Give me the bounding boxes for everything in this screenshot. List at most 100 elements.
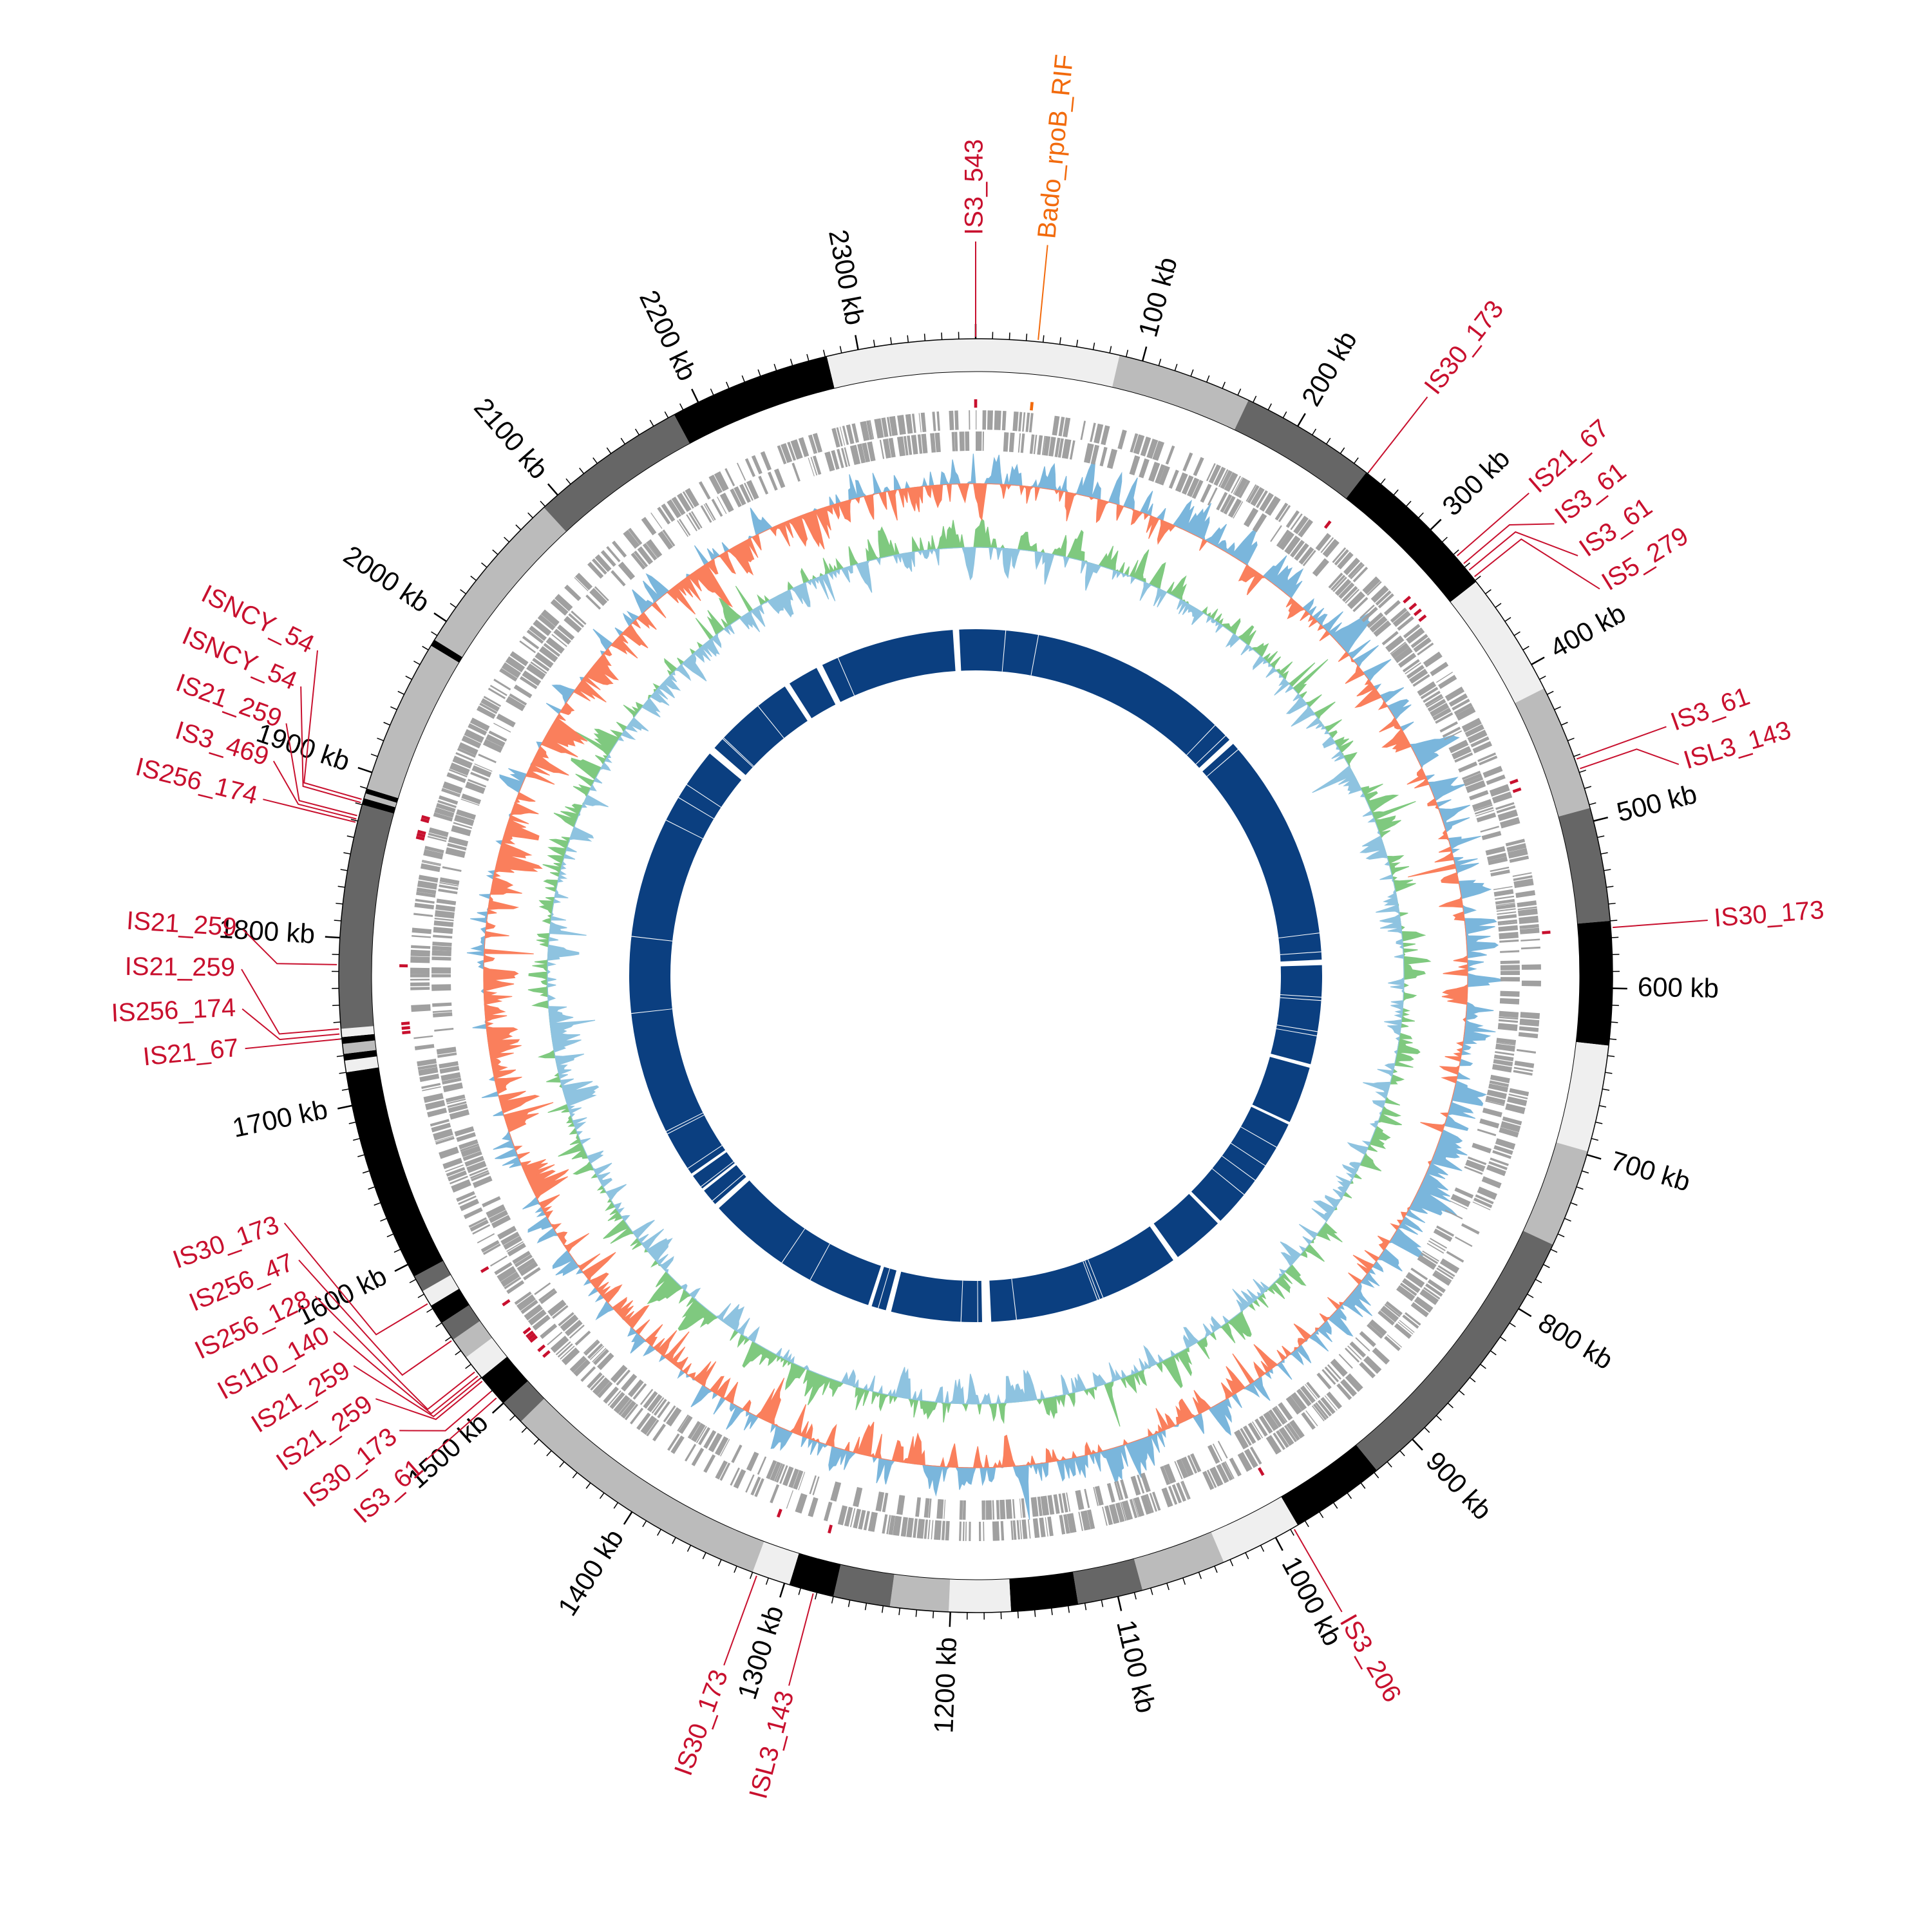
- gene-block: [651, 1397, 665, 1414]
- gene-block: [1244, 507, 1259, 527]
- gene-block: [437, 1052, 457, 1058]
- gene-block: [564, 616, 582, 633]
- gene-block: [874, 418, 884, 439]
- feature-label: IS30_173: [1419, 295, 1509, 399]
- gene-block: [1053, 1494, 1060, 1514]
- minor-tick: [831, 1596, 834, 1604]
- gene-block: [1477, 1186, 1497, 1200]
- gene-block: [597, 1352, 614, 1370]
- gene-block: [613, 1395, 630, 1414]
- minor-tick: [1500, 1336, 1506, 1341]
- gene-block: [552, 1305, 569, 1319]
- gene-block: [1451, 746, 1472, 760]
- inner-ring-gap: [667, 1115, 705, 1135]
- gene-block: [592, 558, 607, 575]
- gene-block: [653, 1398, 667, 1416]
- gene-block: [1499, 1127, 1519, 1138]
- gene-block: [442, 788, 461, 796]
- gene-block: [594, 586, 609, 601]
- gene-block: [642, 543, 658, 561]
- minor-tick: [1126, 350, 1129, 357]
- gene-block: [1497, 911, 1517, 915]
- gene-block: [1012, 412, 1019, 431]
- gene-block: [897, 415, 906, 435]
- gene-block: [1425, 1283, 1443, 1297]
- gene-block: [934, 432, 941, 453]
- gene-block: [1009, 432, 1015, 453]
- gene-block: [708, 475, 723, 495]
- gene-block: [1472, 1142, 1492, 1153]
- gene-block: [879, 439, 885, 459]
- gene-block: [1181, 1481, 1191, 1500]
- inner-ring-gap: [1267, 1053, 1313, 1069]
- minor-tick: [773, 363, 777, 371]
- gene-block: [786, 1490, 793, 1509]
- gene-block: [564, 584, 582, 601]
- gene-block: [1463, 773, 1482, 784]
- gene-block: [1352, 567, 1368, 583]
- minor-tick: [397, 690, 404, 695]
- gene-block: [469, 1219, 489, 1232]
- gene-block: [936, 411, 940, 431]
- minor-tick: [1326, 437, 1331, 444]
- gene-block: [464, 1155, 484, 1167]
- gene-block: [435, 802, 456, 813]
- gene-block: [703, 1430, 717, 1449]
- feature-leader-line: [1468, 531, 1578, 571]
- ideogram-band: [344, 1056, 379, 1073]
- gene-block: [911, 435, 918, 455]
- gene-block: [1276, 1430, 1289, 1448]
- gene-block: [830, 1481, 842, 1502]
- gene-block: [1492, 1064, 1512, 1073]
- gene-block: [770, 1484, 780, 1504]
- gene-block: [1477, 752, 1497, 762]
- gene-block: [766, 1460, 777, 1480]
- gene-block: [1220, 494, 1233, 513]
- inner-ring-gap: [1084, 1260, 1101, 1300]
- gene-block: [1330, 1358, 1348, 1377]
- minor-tick: [533, 1439, 540, 1445]
- inner-ring-gap: [700, 1161, 739, 1193]
- gene-block: [1452, 698, 1470, 711]
- gene-block: [962, 1521, 965, 1541]
- gene-block: [928, 1498, 932, 1519]
- gene-block: [632, 1383, 647, 1400]
- gene-block: [1148, 462, 1160, 482]
- gene-block: [500, 1271, 520, 1287]
- minor-tick: [374, 1202, 381, 1206]
- tick-label: 300 kb: [1436, 443, 1515, 522]
- gene-block: [791, 462, 800, 482]
- minor-tick: [1600, 852, 1608, 855]
- gene-block: [1018, 412, 1023, 431]
- feature-leader-line: [1037, 245, 1048, 340]
- minor-tick: [377, 737, 384, 741]
- ideogram-band: [422, 1274, 459, 1306]
- minor-tick: [1527, 1293, 1534, 1298]
- gene-block: [1414, 1296, 1434, 1313]
- gene-block: [477, 705, 496, 719]
- gene-block: [1461, 717, 1482, 733]
- minor-tick: [1490, 1350, 1497, 1356]
- gene-block: [1278, 531, 1294, 551]
- ideogram-band: [453, 1321, 493, 1358]
- gene-block: [1229, 1457, 1242, 1477]
- gene-block: [896, 1495, 905, 1515]
- gene-block: [463, 1207, 483, 1220]
- minor-tick: [390, 706, 397, 710]
- gene-block: [433, 927, 453, 934]
- minor-tick: [409, 1278, 417, 1283]
- gene-block: [1507, 1096, 1528, 1106]
- gene-block: [969, 410, 971, 430]
- gene-block: [1326, 1391, 1342, 1410]
- gene-block: [489, 685, 507, 696]
- gene-block: [657, 1401, 670, 1419]
- tick-label: 800 kb: [1533, 1307, 1618, 1375]
- gene-block: [685, 1444, 697, 1462]
- gene-block: [557, 1343, 573, 1358]
- gene-block: [1345, 1347, 1360, 1363]
- gene-block: [982, 410, 987, 430]
- gene-block: [863, 1511, 870, 1531]
- feature-label: IS30_173: [669, 1666, 734, 1779]
- minor-tick: [873, 339, 876, 347]
- inner-ring-gap: [708, 746, 748, 782]
